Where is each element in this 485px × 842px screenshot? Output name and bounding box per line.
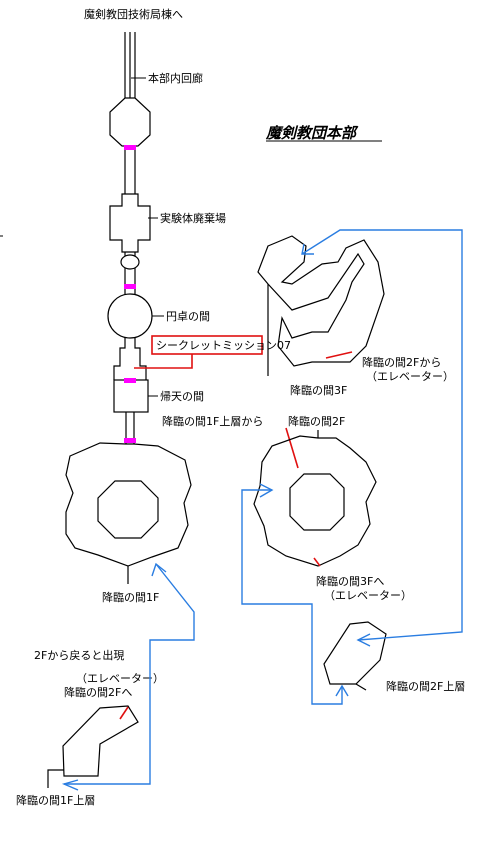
label-to-2f-line2: 降臨の間2Fへ (64, 685, 132, 699)
door-marker (124, 378, 136, 383)
label-advent-2f-upper: 降臨の間2F上層 (386, 679, 465, 693)
label-advent-3f: 降臨の間3F (290, 383, 347, 397)
advent-2f-walls (253, 430, 377, 567)
label-disposal-site: 実験体廃棄場 (160, 211, 226, 225)
label-return-room: 帰天の間 (160, 390, 204, 403)
label-secret-mission: シークレットミッション07 (156, 339, 291, 352)
label-from-2f-line2: （エレベーター） (366, 370, 454, 383)
door-marker (124, 145, 136, 150)
route-2f-to-2f-upper (241, 483, 349, 705)
label-advent-1f-upper: 降臨の間1F上層 (16, 793, 95, 807)
label-advent-1f: 降臨の間1F (102, 590, 159, 604)
advent-3f-walls (257, 235, 385, 376)
route-1f-upper-to-1f (61, 562, 195, 791)
secret-mission-pointer (134, 354, 193, 369)
door-marker (124, 438, 136, 443)
elevator-marker (119, 706, 129, 720)
label-inner-corridor: 本部内回廊 (148, 71, 203, 85)
label-from-2f-line1: 降臨の間2Fから (362, 355, 441, 369)
label-advent-2f: 降臨の間2F (288, 414, 345, 428)
map-title: 魔剣教団本部 (265, 124, 359, 142)
advent-2f-upper-walls (323, 621, 387, 691)
label-from-1f-upper: 降臨の間1F上層から (162, 414, 263, 428)
label-to-3f-line1: 降臨の間3Fへ (316, 574, 384, 588)
label-appear-note: 2Fから戻ると出現 (34, 648, 124, 662)
label-tech-wing: 魔剣教団技術局棟へ (84, 7, 183, 21)
from-1f-pointer (285, 427, 299, 469)
route-2f-upper-to-3f (301, 229, 463, 647)
elevator-marker (313, 557, 321, 567)
secret-mission-box (151, 335, 263, 355)
main-column-walls (65, 32, 192, 584)
elevator-marker (325, 351, 353, 359)
label-to-2f-line1: （エレベーター） (76, 672, 164, 685)
label-to-3f-line2: （エレベーター） (324, 589, 412, 602)
label-round-table: 円卓の間 (166, 310, 210, 323)
advent-1f-upper-walls (47, 705, 139, 788)
door-marker (124, 284, 136, 289)
